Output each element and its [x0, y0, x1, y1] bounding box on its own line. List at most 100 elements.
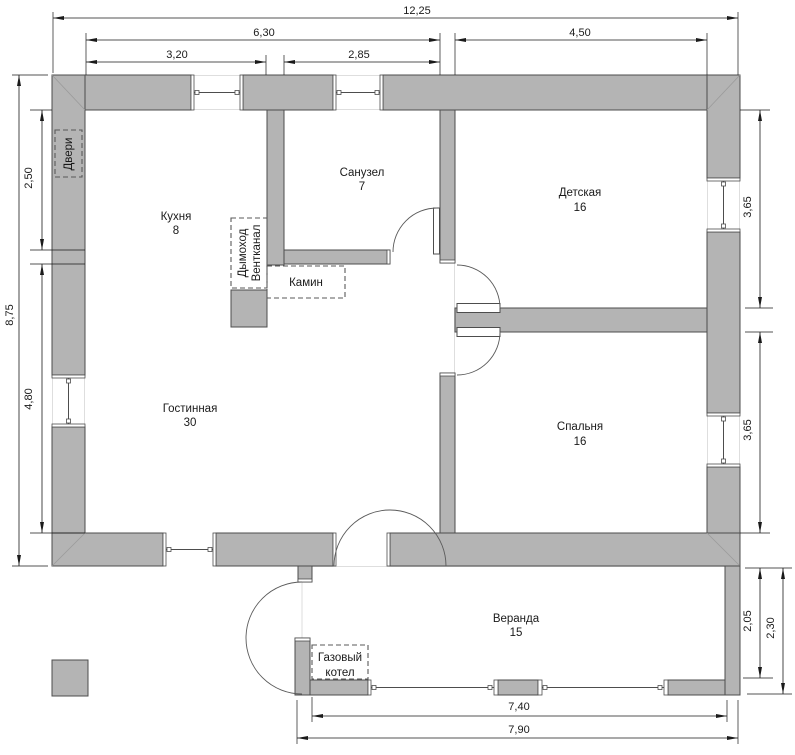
window-jamb — [706, 177, 741, 182]
dim-label-kitchen-width: 3,20 — [166, 49, 187, 61]
door-jamb — [294, 637, 311, 642]
room-area-veranda: 15 — [510, 627, 523, 639]
wall-bottom-segment — [389, 532, 741, 567]
veranda-left-wall — [294, 637, 311, 696]
dim-label-total-width: 12,25 — [403, 5, 431, 17]
door-jamb — [439, 259, 456, 264]
corner-miter — [51, 74, 86, 111]
railing-node — [657, 685, 663, 690]
windows — [51, 74, 741, 696]
window-node — [721, 181, 726, 187]
veranda-bottom-wall — [309, 679, 369, 696]
window-jamb — [51, 423, 86, 428]
railing-cap — [537, 679, 543, 696]
door-jamb — [439, 372, 456, 377]
dim-label-total-height: 8,75 — [4, 304, 16, 325]
wall-right-segment — [706, 74, 741, 179]
window-node — [721, 223, 726, 229]
annotation-labels: Двери Дымоход Вентканал Камин Газовый ко… — [63, 138, 362, 679]
room-labels: Кухня 8 Санузел 7 Детская 16 Гостинная 3… — [161, 167, 604, 639]
boiler-label-line1: Газовый — [318, 652, 362, 664]
dimension-lines — [17, 16, 785, 740]
railing-cap — [367, 679, 372, 696]
veranda-post — [497, 679, 539, 696]
door-arc-veranda — [245, 581, 303, 695]
fireplace-label: Камин — [289, 277, 323, 289]
wall-top-segment — [382, 74, 741, 111]
doors-dashed-box — [54, 129, 83, 178]
doors-label: Двери — [63, 138, 75, 171]
door-jamb — [297, 578, 313, 583]
dim-label-lower-left: 4,80 — [23, 388, 35, 409]
room-label-veranda: Веранда — [493, 613, 540, 625]
corner-miter — [706, 532, 741, 567]
exterior-walls — [51, 74, 741, 696]
room-area-bedroom: 16 — [574, 436, 587, 448]
dim-label-bath-width: 2,85 — [348, 49, 369, 61]
window-node — [66, 418, 71, 424]
corner-miter — [51, 532, 86, 567]
dim-label-bedroom-height: 3,65 — [742, 419, 754, 440]
door-arc-bathroom — [392, 207, 438, 253]
room-area-bathroom: 7 — [359, 181, 365, 193]
interior-walls — [230, 109, 708, 534]
window-node — [66, 378, 71, 384]
room-area-living: 30 — [184, 417, 197, 429]
room-area-kitchen: 8 — [173, 225, 179, 237]
room-label-kitchen: Кухня — [161, 211, 192, 223]
dim-label-veranda-outer-h: 2,30 — [765, 617, 777, 638]
railing-node — [487, 685, 493, 690]
doors — [245, 207, 501, 695]
dim-label-right-span: 4,50 — [569, 27, 590, 39]
door-leaf-bedroom — [456, 327, 501, 337]
window-node — [336, 90, 342, 95]
corner-miter — [706, 74, 741, 111]
door-jamb — [386, 249, 391, 265]
door-leaf-nursery — [456, 303, 501, 313]
fireplace-dashed-box — [266, 265, 346, 299]
window-node — [207, 547, 213, 552]
railing-cap — [663, 679, 669, 696]
dim-label-left-span: 6,30 — [253, 27, 274, 39]
boiler-label-line2: котел — [325, 667, 354, 679]
vent-label: Вентканал — [251, 225, 263, 282]
wall-top-segment — [242, 74, 334, 111]
construction-lines — [52, 75, 740, 694]
extension-lines — [12, 12, 792, 744]
window-node — [721, 416, 726, 422]
wall-bottom-segment — [215, 532, 334, 567]
dashed-boxes — [54, 129, 369, 680]
room-label-nursery: Детская — [559, 187, 602, 199]
wall-hall-upper — [439, 109, 456, 264]
room-label-bathroom: Санузел — [340, 167, 385, 179]
dim-label-veranda-inner-h: 2,05 — [742, 610, 754, 631]
wall-kitchen-bath — [266, 109, 285, 266]
boiler-dashed-box — [311, 644, 369, 680]
window-jamb — [162, 532, 167, 567]
wall-left-segment — [51, 74, 86, 376]
window-node — [194, 90, 200, 95]
chimney-dashed-box — [230, 217, 268, 289]
chimney-label: Дымоход — [237, 228, 249, 277]
dimension-labels: 12,25 6,30 4,50 3,20 2,85 8,75 2,50 4,80… — [4, 5, 777, 736]
room-label-bedroom: Спальня — [557, 421, 603, 433]
wall-bath-bottom — [283, 249, 391, 265]
window-jamb — [239, 74, 244, 111]
wall-right-segment — [706, 231, 741, 414]
window-jamb — [706, 228, 741, 233]
window-jamb — [51, 374, 86, 379]
window-node — [234, 90, 240, 95]
dim-label-upper-left: 2,50 — [23, 167, 35, 188]
room-area-nursery: 16 — [574, 202, 587, 214]
dim-label-veranda-outer-w: 7,90 — [508, 724, 529, 736]
veranda-right-wall — [724, 565, 741, 696]
window-jamb — [212, 532, 217, 567]
window-node — [374, 90, 380, 95]
room-label-living: Гостинная — [163, 403, 218, 415]
door-jamb — [386, 532, 391, 567]
chimney-block — [230, 289, 268, 328]
window-jamb — [190, 74, 195, 111]
window-jamb — [706, 463, 741, 468]
